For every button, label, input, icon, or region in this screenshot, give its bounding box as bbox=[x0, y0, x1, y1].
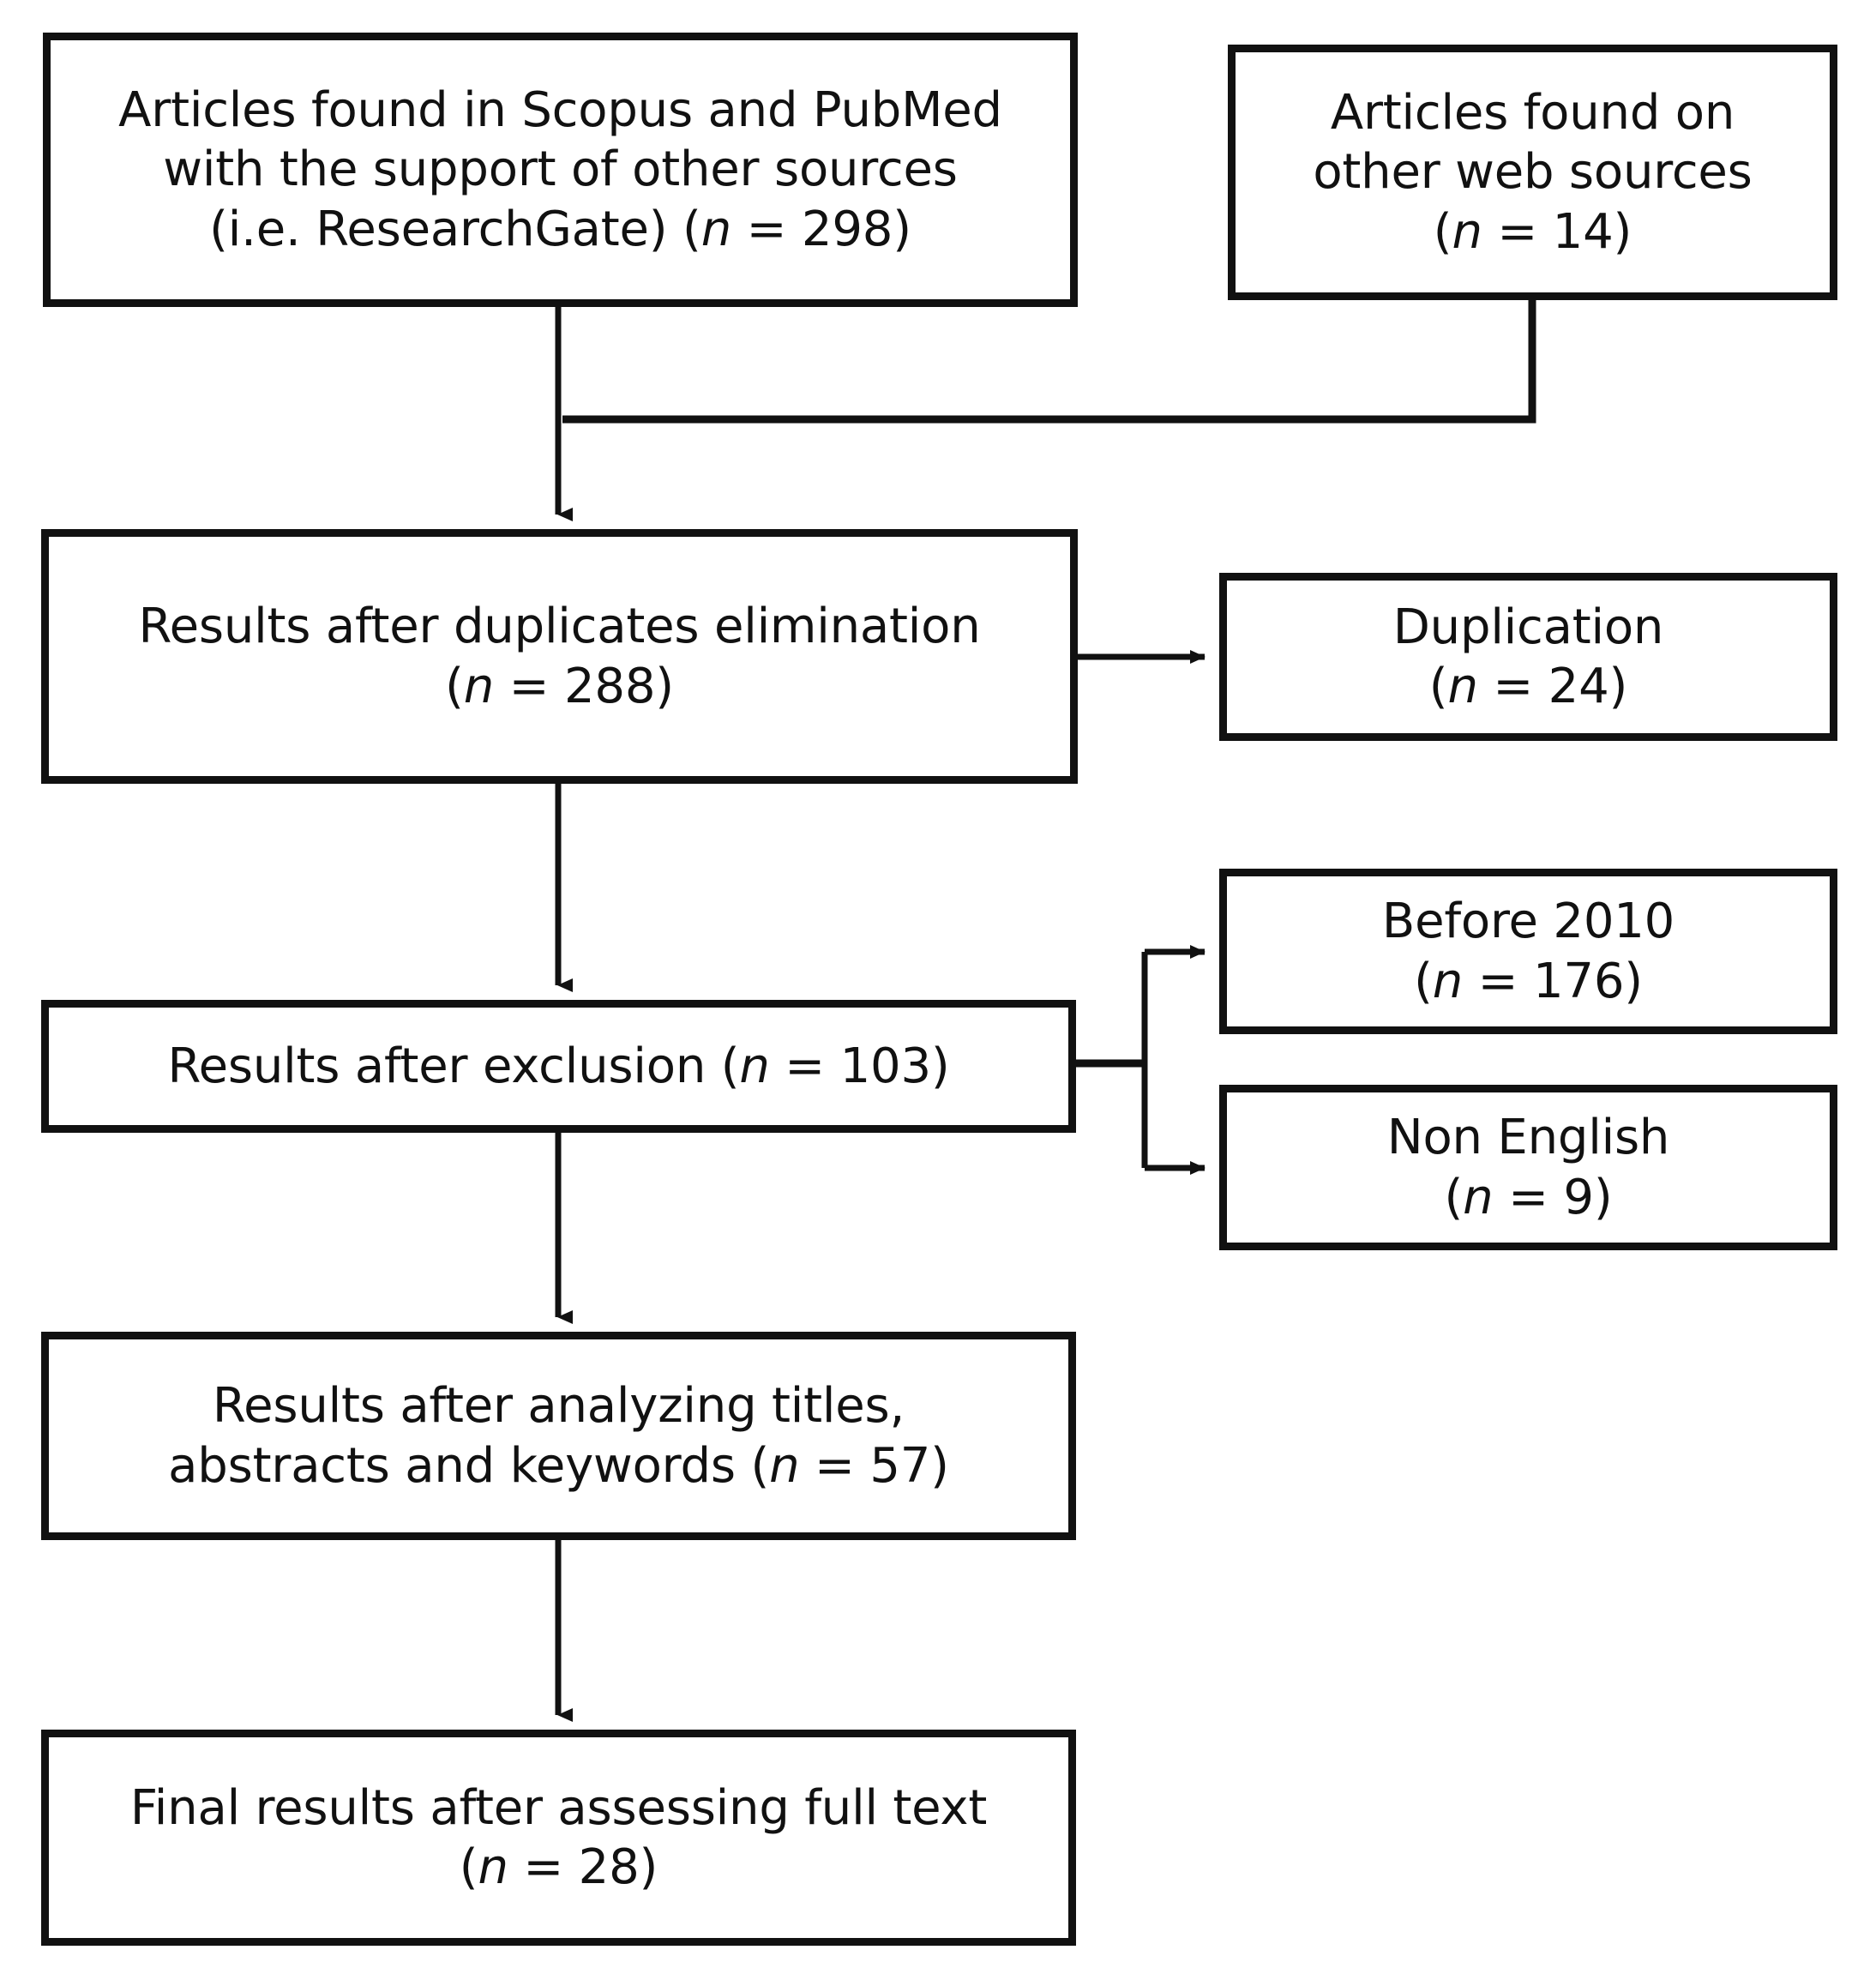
node-results-after-duplicates-elimination-label: Results after duplicates elimination(n =… bbox=[138, 599, 981, 714]
node-duplication-excluded: Duplication(n = 24) bbox=[1219, 573, 1837, 741]
node-before-2010-excluded-label: Before 2010(n = 176) bbox=[1381, 894, 1675, 1009]
node-final-results-after-assessing-full-text: Final results after assessing full text(… bbox=[41, 1730, 1076, 1946]
node-non-english-excluded: Non English(n = 9) bbox=[1219, 1085, 1837, 1250]
node-before-2010-excluded: Before 2010(n = 176) bbox=[1219, 869, 1837, 1034]
node-results-after-analyzing-titles: Results after analyzing titles,abstracts… bbox=[41, 1332, 1076, 1540]
node-duplication-excluded-label: Duplication(n = 24) bbox=[1392, 599, 1664, 714]
node-non-english-excluded-label: Non English(n = 9) bbox=[1386, 1110, 1670, 1225]
edge-exclusion-to-exclusion-reasons bbox=[1076, 945, 1206, 1175]
node-final-results-after-assessing-full-text-label: Final results after assessing full text(… bbox=[129, 1779, 988, 1895]
edge-web-sources-to-duplicates bbox=[562, 300, 1536, 424]
node-results-after-duplicates-elimination: Results after duplicates elimination(n =… bbox=[41, 529, 1078, 784]
node-results-after-exclusion: Results after exclusion (n = 103) bbox=[41, 1000, 1076, 1133]
node-results-after-exclusion-label: Results after exclusion (n = 103) bbox=[167, 1038, 950, 1094]
node-results-after-analyzing-titles-label: Results after analyzing titles,abstracts… bbox=[168, 1378, 949, 1494]
